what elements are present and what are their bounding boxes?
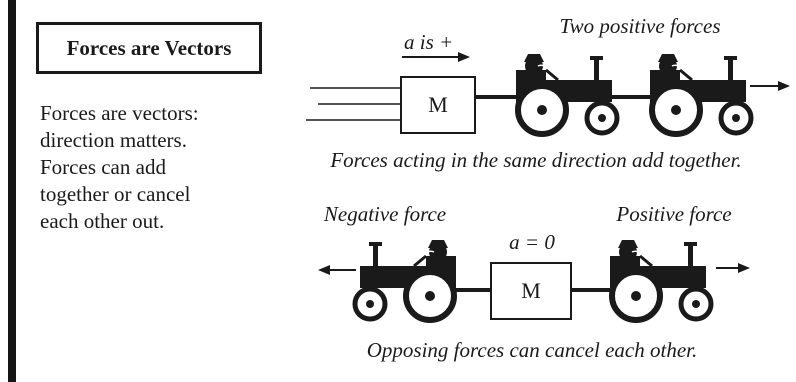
page-title: Forces are Vectors bbox=[66, 35, 232, 60]
description-line-4: together or cancel bbox=[40, 182, 191, 206]
description-line-5: each other out. bbox=[40, 209, 165, 233]
tractor-icon bbox=[355, 240, 456, 320]
bottom-caption: Opposing forces can cancel each other. bbox=[366, 338, 698, 362]
top-caption: Forces acting in the same direction add … bbox=[330, 148, 742, 172]
description-line-1: Forces are vectors: bbox=[40, 101, 199, 125]
top-scene-lines bbox=[306, 52, 790, 121]
tractor-icon bbox=[516, 54, 617, 134]
mass-block: M bbox=[400, 76, 476, 134]
mass-label: M bbox=[521, 278, 541, 303]
bottom-accel-label: a = 0 bbox=[509, 230, 555, 254]
description-line-3: Forces can add bbox=[40, 155, 166, 179]
description-text: Forces are vectors: direction matters. F… bbox=[40, 100, 280, 235]
tractor-icon bbox=[610, 240, 711, 320]
tractor-icon bbox=[650, 54, 751, 134]
left-border-bar bbox=[8, 0, 16, 382]
negative-force-label: Negative force bbox=[323, 202, 447, 226]
description-line-2: direction matters. bbox=[40, 128, 187, 152]
mass-block: M bbox=[490, 262, 572, 320]
mass-label: M bbox=[428, 92, 448, 117]
top-accel-label: a is + bbox=[404, 30, 454, 54]
title-box: Forces are Vectors bbox=[36, 22, 262, 74]
positive-force-label: Positive force bbox=[616, 202, 732, 226]
top-forces-label: Two positive forces bbox=[559, 14, 721, 38]
